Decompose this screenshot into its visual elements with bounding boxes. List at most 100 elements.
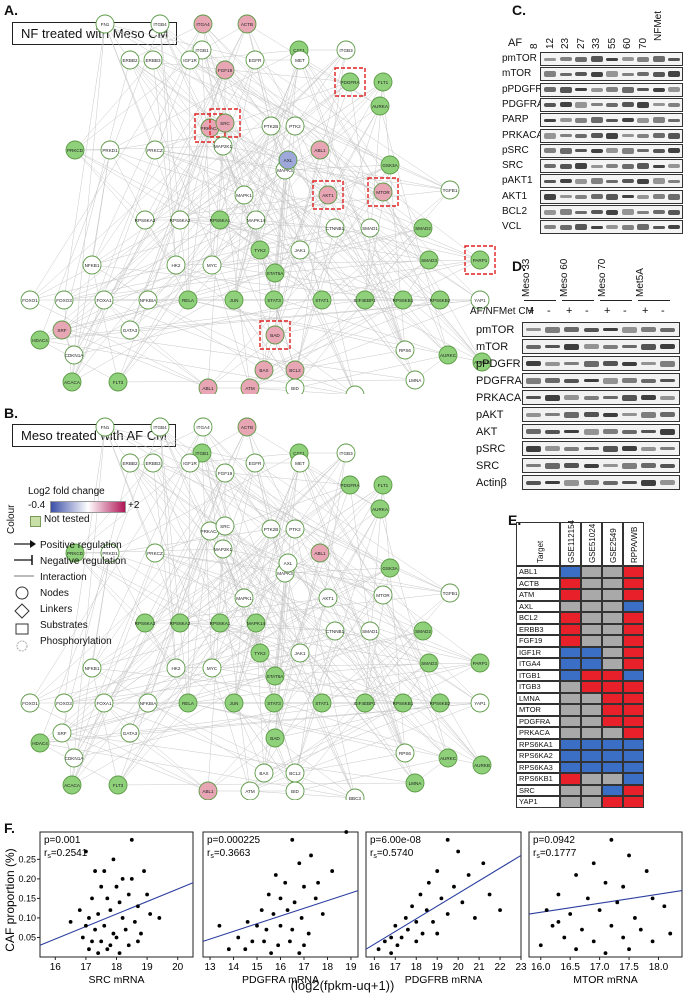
network-node (310, 140, 330, 160)
scatter-point (145, 892, 150, 897)
table-target-cell: PDGFRA (516, 715, 560, 727)
table-color-cell (623, 612, 644, 624)
panel-d-letter: D. (512, 258, 526, 274)
table-target-cell: RPS6KA2 (516, 750, 560, 762)
network-node (419, 250, 439, 270)
table-column-header: RPPA/WB (630, 526, 639, 563)
legend-phospho-icon (16, 640, 28, 652)
network-node-label: ACTB (241, 425, 253, 430)
table-color-cell (602, 738, 623, 750)
table-color-cell (560, 658, 581, 670)
x-tick-label: 15 (251, 962, 263, 973)
x-tick-label: 16.5 (560, 962, 580, 973)
scatter-point (290, 837, 295, 842)
sign-label: - (585, 305, 589, 317)
network-node-label: ACACA (64, 380, 81, 385)
scatter-point (615, 900, 620, 905)
scatter-point (556, 919, 561, 924)
network-node-label: GSK3A (382, 566, 398, 571)
network-node-label: JAK1 (295, 248, 306, 253)
lane-label: 70 (637, 37, 649, 49)
scatter-point (382, 939, 387, 944)
network-node-label: BID (291, 386, 299, 391)
scatter-point (273, 873, 278, 877)
scatter-point (556, 892, 561, 897)
network-node-label: ACTB (241, 22, 253, 27)
network-node-label: EIF4EBP1 (354, 298, 376, 303)
network-node-label: MAPK1 (236, 596, 252, 601)
network-node (138, 693, 158, 713)
network-node (250, 240, 270, 260)
network-node (215, 113, 235, 133)
scatter-point (466, 873, 471, 877)
network-node (470, 693, 490, 713)
blot-row-label: mTOR (502, 68, 532, 80)
x-tick-label: 18.0 (649, 962, 669, 973)
network-node (54, 693, 74, 713)
legend-fold-min: -0.4 (28, 500, 46, 511)
scatter-point (226, 947, 231, 952)
p-value: p=0.000225 (207, 835, 261, 846)
network-node-label: PRKD1 (102, 148, 118, 153)
x-tick-label: 19 (345, 962, 357, 973)
rs-value: rs=0.3663 (207, 848, 251, 860)
network-node (94, 290, 114, 310)
table-target-cell: RPS6KA3 (516, 761, 560, 773)
table-header-cell: GSE51024 (581, 522, 602, 566)
scatter-point (399, 935, 404, 940)
network-node (360, 621, 380, 641)
scatter-point (424, 908, 429, 913)
network-node-label: FN1 (101, 22, 110, 27)
scatter-point (269, 951, 274, 955)
network-node (261, 519, 281, 539)
x-tick-label: 16 (369, 962, 381, 973)
table-color-cell (581, 635, 602, 647)
scatter-point (96, 951, 101, 955)
table-color-cell (560, 566, 581, 578)
table-color-cell (602, 600, 623, 612)
blot-row-label: pPDGFR (476, 358, 521, 370)
p-value: p=0.0942 (533, 835, 575, 846)
panel-f-shared-xlabel: (log2(fpkm-uq+1)) (290, 978, 395, 993)
network-node (380, 558, 400, 578)
network-node-label: AURKB (474, 360, 490, 365)
table-color-cell (602, 623, 623, 635)
table-column-header: GSE51024 (588, 523, 597, 563)
network-node-label: YAP1 (474, 701, 486, 706)
sign-label: + (642, 305, 649, 317)
scatter-point (292, 900, 297, 905)
network-node-label: FOXA1 (96, 298, 112, 303)
network-node-label: SRC (220, 524, 230, 529)
table-color-cell (623, 669, 644, 681)
scatter-point (84, 923, 88, 928)
network-node (430, 693, 450, 713)
network-node (261, 116, 281, 136)
panel-e-letter: E. (508, 512, 522, 528)
table-header-cell: Target (516, 522, 560, 566)
network-node-label: PTK2 (289, 527, 301, 532)
network-node-label: FOXO3 (56, 701, 72, 706)
network-node-label: NFKB1 (85, 666, 100, 671)
scatter-point (77, 908, 82, 913)
network-node-label: NFKB1 (85, 263, 100, 268)
blot-row-label: mTOR (476, 341, 509, 353)
network-node-label: FN1 (101, 425, 110, 430)
network-node-label: AXL (284, 561, 293, 566)
network-node (438, 748, 458, 768)
table-color-cell (623, 658, 644, 670)
network-node (336, 40, 356, 60)
network-node-label: ATM (245, 789, 255, 794)
scatter-point (108, 908, 113, 913)
scatter-point (278, 923, 283, 928)
scatter-point (544, 908, 549, 913)
network-node (355, 290, 375, 310)
scatter-point (650, 896, 655, 901)
network-node-label: EIF4EBP1 (354, 701, 376, 706)
scatter-point (287, 939, 292, 944)
network-node-label: GSK3A (382, 163, 398, 168)
table-color-cell (581, 612, 602, 624)
table-target-cell: ITGB1 (516, 669, 560, 681)
network-node (440, 583, 460, 603)
